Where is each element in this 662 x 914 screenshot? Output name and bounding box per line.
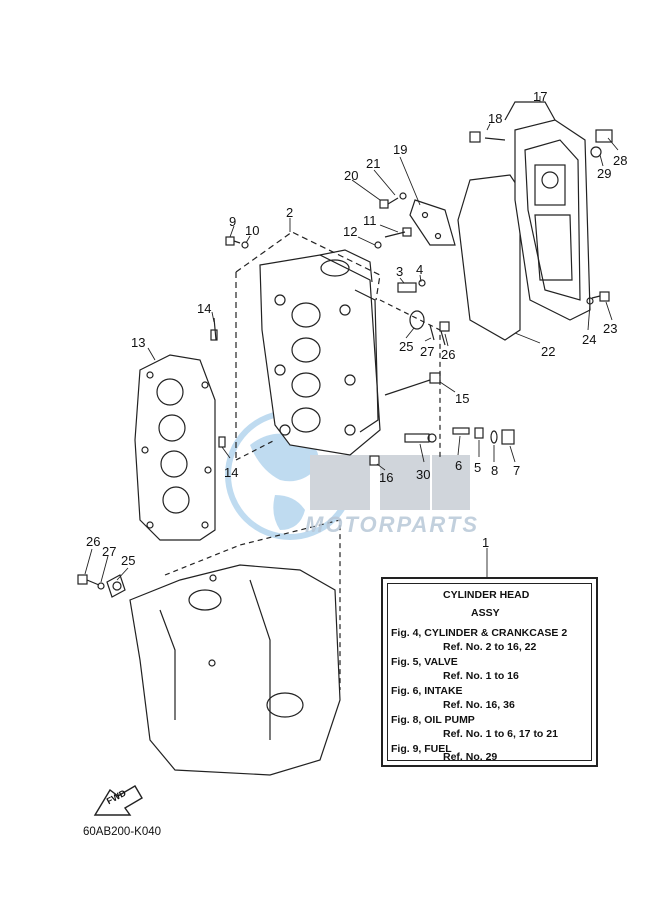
callout-25-head: 25: [399, 339, 414, 354]
callout-21: 21: [366, 156, 381, 171]
head-gasket: [134, 354, 216, 541]
crankcase-fittings: [77, 574, 126, 598]
callout-14-bottom: 14: [224, 465, 239, 480]
info-title: CYLINDER HEAD: [443, 589, 530, 601]
washer-10: [241, 241, 249, 249]
callout-5: 5: [474, 460, 482, 475]
bolt-20: [379, 197, 399, 209]
callout-30: 30: [416, 467, 431, 482]
callout-27-block: 27: [102, 544, 117, 559]
callout-17: 17: [533, 89, 548, 104]
callout-8: 8: [491, 463, 499, 478]
info-line: Ref. No. 16, 36: [443, 699, 515, 711]
callout-7: 7: [513, 463, 521, 478]
callout-27-head: 27: [420, 344, 435, 359]
info-line: Ref. No. 1 to 6, 17 to 21: [443, 728, 558, 740]
info-line: Fig. 8, OIL PUMP: [391, 714, 475, 726]
cover-gasket: [457, 174, 521, 341]
crankcase-block: [129, 564, 341, 776]
callout-12: 12: [343, 224, 358, 239]
callout-19: 19: [393, 142, 408, 157]
callout-10: 10: [245, 223, 260, 238]
parts-5-8: [452, 427, 515, 445]
callout-2: 2: [286, 205, 294, 220]
dowel-14: [210, 329, 218, 341]
cap-28: [595, 129, 613, 143]
callout-16: 16: [379, 470, 394, 485]
cylinder-head: [259, 249, 381, 456]
sensor-30: [404, 433, 437, 443]
info-line: Fig. 5, VALVE: [391, 656, 458, 668]
pin-18: [469, 131, 506, 143]
bolt-23: [591, 291, 610, 302]
leader-dashed: [164, 519, 341, 690]
callout-18: 18: [488, 111, 503, 126]
bolt-26-top: [439, 321, 450, 346]
info-line: Fig. 4, CYLINDER & CRANKCASE 2: [391, 627, 568, 639]
bolt-9: [225, 236, 241, 246]
info-line: Fig. 6, INTAKE: [391, 685, 463, 697]
callout-24: 24: [582, 332, 597, 347]
callout-4: 4: [416, 262, 424, 277]
callout-23: 23: [603, 321, 618, 336]
seal-25: [409, 310, 425, 330]
callout-1: 1: [482, 535, 490, 550]
info-line: Ref. No. 29: [443, 751, 498, 763]
callout-11: 11: [363, 213, 377, 228]
info-subtitle: ASSY: [471, 607, 500, 619]
cover-plate: [409, 199, 456, 246]
leader-lines: [84, 96, 619, 583]
reference-info-box: CYLINDER HEAD ASSY Fig. 4, CYLINDER & CR…: [381, 577, 598, 767]
info-line: Fig. 9, FUEL: [391, 743, 452, 755]
watermark-text: MOTORPARTS: [305, 512, 480, 537]
thermostat-3: [397, 279, 426, 293]
info-line: Ref. No. 1 to 16: [443, 670, 519, 682]
callout-26-head: 26: [441, 347, 456, 362]
callout-14-top: 14: [197, 301, 212, 316]
callout-26-block: 26: [86, 534, 101, 549]
callout-28: 28: [613, 153, 628, 168]
callout-29: 29: [597, 166, 612, 181]
callout-20: 20: [344, 168, 359, 183]
head-cover: [514, 119, 591, 321]
callout-25-block: 25: [121, 553, 136, 568]
bolt-16: [369, 455, 380, 466]
bolt-15: [384, 372, 441, 396]
fwd-arrow-icon: [93, 785, 143, 816]
callout-22: 22: [541, 344, 556, 359]
callout-3: 3: [396, 264, 404, 279]
bolt-11: [384, 227, 412, 238]
callout-13: 13: [131, 335, 146, 350]
callout-6: 6: [455, 458, 463, 473]
callout-15: 15: [455, 391, 470, 406]
info-line: Ref. No. 2 to 16, 22: [443, 641, 537, 653]
callout-9: 9: [229, 214, 237, 229]
drawing-code: 60AB200-K040: [83, 826, 162, 838]
assembly-bracket-2: [235, 231, 381, 301]
